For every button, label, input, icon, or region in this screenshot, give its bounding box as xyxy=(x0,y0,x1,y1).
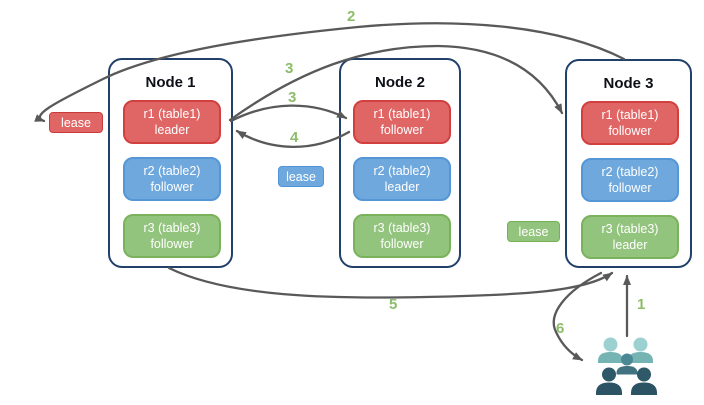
replica-name: r3 (table3) xyxy=(373,220,431,235)
step-label-3b: 3 xyxy=(288,89,297,106)
lease-badge-blue: lease xyxy=(278,166,324,187)
step-label-3a: 3 xyxy=(285,60,294,77)
replica-name: r1 (table1) xyxy=(373,106,431,121)
arrow-step6 xyxy=(552,271,603,362)
node2-replica-r1: r1 (table1) follower xyxy=(353,100,451,144)
node-3-title: Node 3 xyxy=(603,75,654,92)
replica-name: r1 (table1) xyxy=(143,106,201,121)
replica-role: follower xyxy=(150,237,194,251)
replica-role: follower xyxy=(608,124,652,138)
node-2: Node 2 r1 (table1) follower r2 (table2) … xyxy=(339,58,461,268)
node2-replica-r3: r3 (table3) follower xyxy=(353,214,451,258)
replica-name: r3 (table3) xyxy=(143,220,201,235)
node-1-title: Node 1 xyxy=(145,74,196,91)
replica-role: leader xyxy=(154,123,190,137)
node-2-title: Node 2 xyxy=(374,74,425,91)
node3-replica-r2: r2 (table2) follower xyxy=(581,158,679,202)
replica-role: leader xyxy=(384,180,420,194)
step-label-5: 5 xyxy=(389,296,398,313)
step-label-4: 4 xyxy=(290,129,299,146)
arrow-step5 xyxy=(167,266,614,299)
lease-badge-green: lease xyxy=(507,221,560,242)
replica-role: follower xyxy=(380,237,424,251)
node-3: Node 3 r1 (table1) follower r2 (table2) … xyxy=(565,59,692,268)
node-1: Node 1 r1 (table1) leader r2 (table2) fo… xyxy=(108,58,233,268)
replica-role: follower xyxy=(150,180,194,194)
replica-role: leader xyxy=(612,238,648,252)
step-label-6: 6 xyxy=(556,320,565,337)
node2-replica-r2: r2 (table2) leader xyxy=(353,157,451,201)
replica-name: r1 (table1) xyxy=(601,107,659,122)
node1-replica-r1: r1 (table1) leader xyxy=(123,100,221,144)
node3-replica-r1: r1 (table1) follower xyxy=(581,101,679,145)
replica-role: follower xyxy=(380,123,424,137)
replica-name: r2 (table2) xyxy=(601,164,659,179)
users-group-icon xyxy=(596,337,657,395)
lease-badge-red: lease xyxy=(49,112,103,133)
replica-name: r3 (table3) xyxy=(601,221,659,236)
node1-replica-r3: r3 (table3) follower xyxy=(123,214,221,258)
node3-replica-r3: r3 (table3) leader xyxy=(581,215,679,259)
node1-replica-r2: r2 (table2) follower xyxy=(123,157,221,201)
step-label-1: 1 xyxy=(637,296,646,313)
replica-name: r2 (table2) xyxy=(373,163,431,178)
step-label-2: 2 xyxy=(347,8,356,25)
replica-role: follower xyxy=(608,181,652,195)
arrow-step3-to-node2 xyxy=(229,104,348,123)
replica-name: r2 (table2) xyxy=(143,163,201,178)
